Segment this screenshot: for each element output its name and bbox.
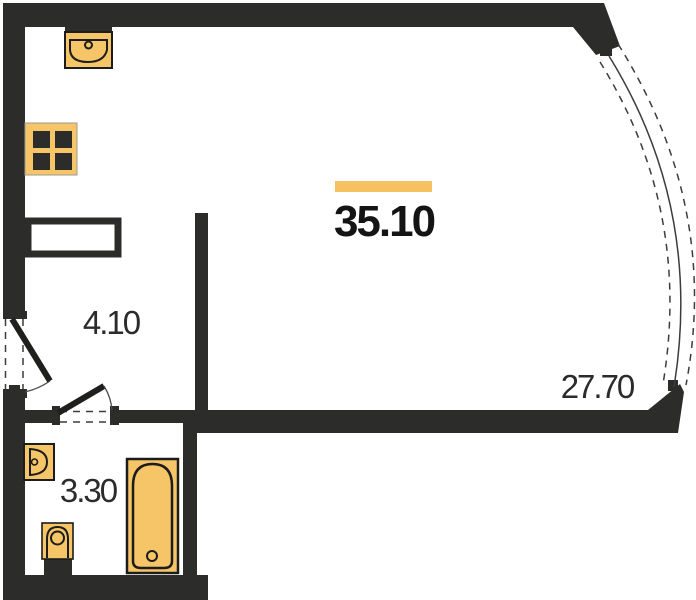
window-inner-dashed-line [599,61,671,385]
window-outer-dashed-line [617,43,696,386]
living-room-area-label: 27.70 [561,368,635,405]
kitchen-sink-icon [64,27,113,69]
total-area-label: 35.10 [334,197,435,246]
stove-burner-3 [33,153,50,170]
entrance-door [4,317,53,393]
entrance-jamb-top [3,311,27,319]
wall-left-upper [3,3,25,312]
entrance-door-leaf [9,317,53,383]
bathroom-door-swing-arc [103,385,113,411]
entrance-jamb-nub [9,385,20,390]
total-area-bar [335,181,432,192]
toilet-bowl [46,525,69,558]
bathroom-sink-body [23,443,55,481]
wall-partition [195,213,208,411]
bathroom-sink-icon [23,443,55,481]
toilet-flush [50,530,65,546]
bathroom-door-jamb-left [52,406,60,425]
window-glass-line [608,55,682,388]
wall-top [3,3,620,55]
hallway-area-label: 4.10 [83,304,141,341]
entrance-jamb-bottom [3,389,27,398]
wall-bathroom-top-left [25,410,52,423]
toilet-base [44,557,72,576]
kitchen-sink-counter-edge [65,27,112,34]
bathroom-door-jamb-right [110,406,119,425]
bathroom-sink-basin [29,447,49,477]
wall-bathroom-top-right [118,410,197,423]
bathtub-drain [146,550,158,562]
bathtub-body [125,457,180,575]
window-sill-top [600,47,612,56]
bathtub-inner-rim [131,462,174,570]
kitchen-sink-basin [69,39,108,64]
bathroom-area-label: 3.30 [60,472,118,509]
wall-left-lower [3,397,25,600]
bathroom-door [56,383,113,423]
wall-living-bottom [195,384,684,433]
stove-burner-2 [55,131,72,148]
stove-icon [24,122,78,176]
walls [3,3,684,600]
toilet-icon [41,522,74,576]
bathroom-door-leaf [56,383,106,416]
kitchen-sink-drain [84,40,93,50]
wall-bathroom-right [183,423,197,577]
window-sill-bottom [668,380,678,391]
bathtub-icon [125,457,180,575]
bathroom-sink-drain [30,458,39,466]
wall-bottom [3,575,208,600]
entrance-door-swing-arc [24,380,51,393]
stove-burner-1 [33,131,50,148]
stove-burner-4 [55,153,72,170]
curved-window [599,43,696,388]
wardrobe [24,217,122,258]
